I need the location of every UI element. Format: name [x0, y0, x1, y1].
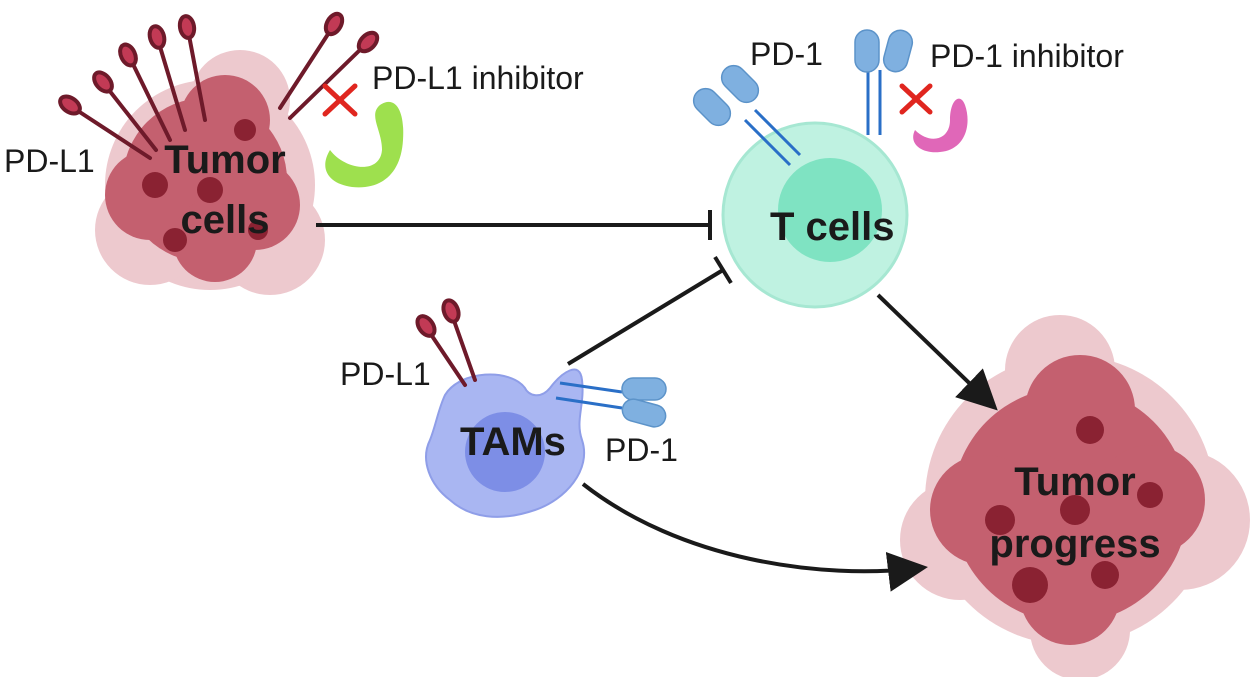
pd1-inhibitor-shape: [913, 98, 968, 153]
tumor-progress-label: Tumor progress: [955, 462, 1195, 564]
tam-nucleus: [465, 412, 545, 492]
tumor-cells-label-line1: Tumor: [164, 138, 286, 182]
edge-tams-to-tumor-progress: [581, 482, 928, 592]
t-cells-label: T cells: [770, 205, 895, 249]
pd1-inhibitor-label: PD-1 inhibitor: [930, 38, 1124, 74]
tumor-progress-cluster: [900, 315, 1250, 677]
tumor-cells-label-line2: cells: [180, 198, 270, 242]
pdl1-inhibitor-label: PD-L1 inhibitor: [372, 60, 584, 96]
tam-pd1-receptors: [555, 377, 667, 428]
edge-tumor-inhibits-tcells: [316, 210, 712, 240]
tams: [425, 368, 585, 518]
t-cells: [721, 121, 909, 309]
pd1-inhibitor: [899, 83, 968, 153]
tam-pdl1-ligands: [415, 298, 477, 387]
pdl1-block-x-icon: [322, 83, 358, 117]
pdl1-inhibitor-shape: [325, 101, 404, 188]
tumor-progress-label-line2: progress: [989, 522, 1161, 566]
tumor-cells-nuclei: [142, 119, 268, 252]
pd1-block-x-icon: [899, 83, 933, 115]
tumor-progress-nuclei: [985, 416, 1163, 603]
tams-label: TAMs: [460, 420, 566, 464]
tam-pdl1-label: PD-L1: [340, 356, 431, 392]
tumor-pdl1-label: PD-L1: [4, 143, 95, 179]
edge-tams-inhibit-tcells: [566, 255, 733, 366]
tam-pd1-label: PD-1: [605, 432, 678, 468]
tumor-progress-label-line1: Tumor: [1014, 460, 1136, 504]
tumor-cells-label: Tumor cells: [150, 140, 300, 240]
tcell-pd1-label: PD-1: [750, 36, 823, 72]
t-cell-nucleus: [778, 158, 882, 262]
tumor-pdl1-ligands: [58, 11, 380, 160]
t-cell-pd1-receptors: [692, 29, 914, 167]
edge-tcells-to-tumor-progress: [876, 293, 998, 411]
pdl1-inhibitor: [322, 83, 404, 188]
